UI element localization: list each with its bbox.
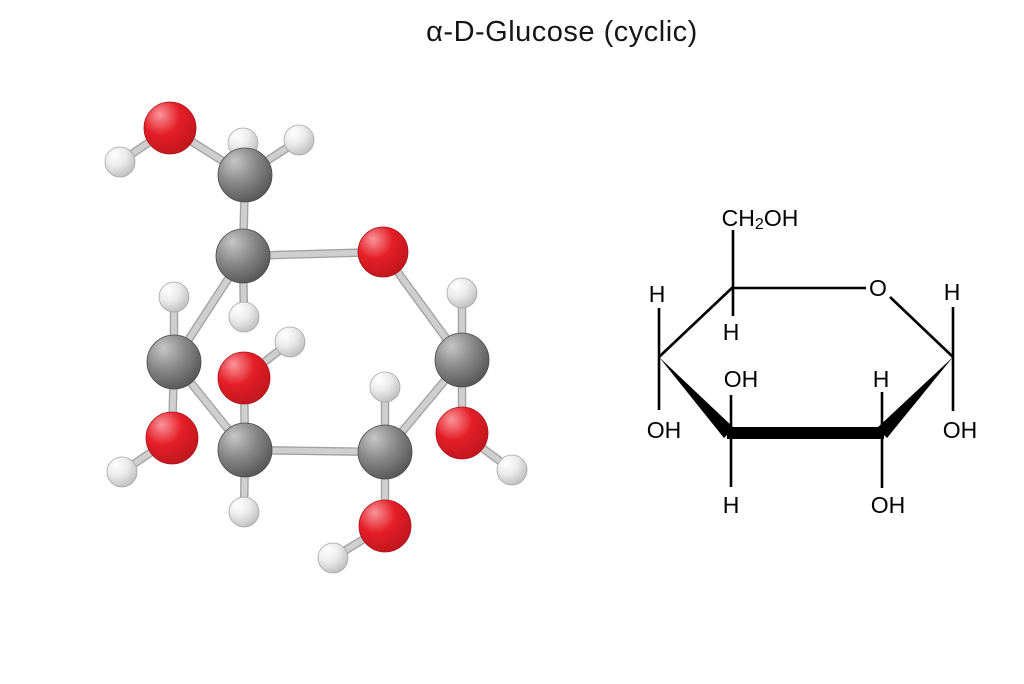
label-h-down-c3: H — [723, 492, 740, 518]
atom-oxygen-oxygen-o1 — [435, 406, 489, 460]
label-h-down-c5: H — [723, 319, 740, 345]
label-ch2oh-c5: CH2OH — [722, 205, 799, 233]
label-ring-oxygen: O — [869, 275, 887, 301]
atom-hydrogen-hydrogen-on-c5 — [228, 301, 260, 333]
atom-carbon-carbon-c5 — [215, 228, 271, 284]
atom-hydrogen-hydrogen-on-o3 — [274, 326, 306, 358]
atom-hydrogen-hydrogen-on-c2 — [369, 371, 401, 403]
haworth-bond-line — [658, 286, 734, 358]
wedge-c4-c3 — [659, 357, 734, 438]
atom-hydrogen-hydrogen-on-o1 — [496, 454, 528, 486]
atom-hydrogen-hydrogen-on-o6 — [104, 146, 136, 178]
atom-oxygen-oxygen-o6 — [143, 101, 197, 155]
atom-oxygen-oxygen-o4 — [145, 411, 199, 465]
ball-and-stick-model — [104, 101, 528, 574]
label-h-up-c1: H — [944, 279, 961, 305]
atom-oxygen-oxygen-o3 — [217, 351, 271, 405]
atom-oxygen-oxygen-o2 — [358, 499, 412, 553]
label-h-up-c4: H — [649, 281, 666, 307]
atom-hydrogen-hydrogen-on-o4 — [106, 456, 138, 488]
atom-hydrogen-hydrogen-on-c4 — [158, 281, 190, 313]
wedge-c1-c2 — [877, 357, 953, 438]
atom-hydrogen-hydrogen-on-c3 — [228, 496, 260, 528]
label-oh-down-c1: OH — [943, 417, 978, 443]
atom-oxygen-oxygen-ring-o5 — [357, 226, 409, 278]
atom-hydrogen-hydrogen-on-o2 — [317, 542, 349, 574]
label-h-up-c2: H — [873, 366, 890, 392]
atom-carbon-carbon-c1 — [434, 332, 490, 388]
haworth-bond-line — [889, 296, 954, 358]
figure-title: α-D-Glucose (cyclic) — [426, 16, 698, 48]
atom-carbon-carbon-c2 — [357, 424, 413, 480]
atom-carbon-carbon-c4 — [146, 334, 202, 390]
atom-carbon-carbon-c6 — [217, 147, 273, 203]
label-oh-down-c2: OH — [871, 492, 906, 518]
label-oh-down-c4: OH — [647, 417, 682, 443]
atom-carbon-carbon-c3 — [217, 422, 273, 478]
atom-hydrogen-hydrogen-on-c6 — [283, 124, 315, 156]
atom-hydrogen-hydrogen-on-c1 — [446, 277, 478, 309]
label-oh-up-c3: OH — [724, 366, 759, 392]
